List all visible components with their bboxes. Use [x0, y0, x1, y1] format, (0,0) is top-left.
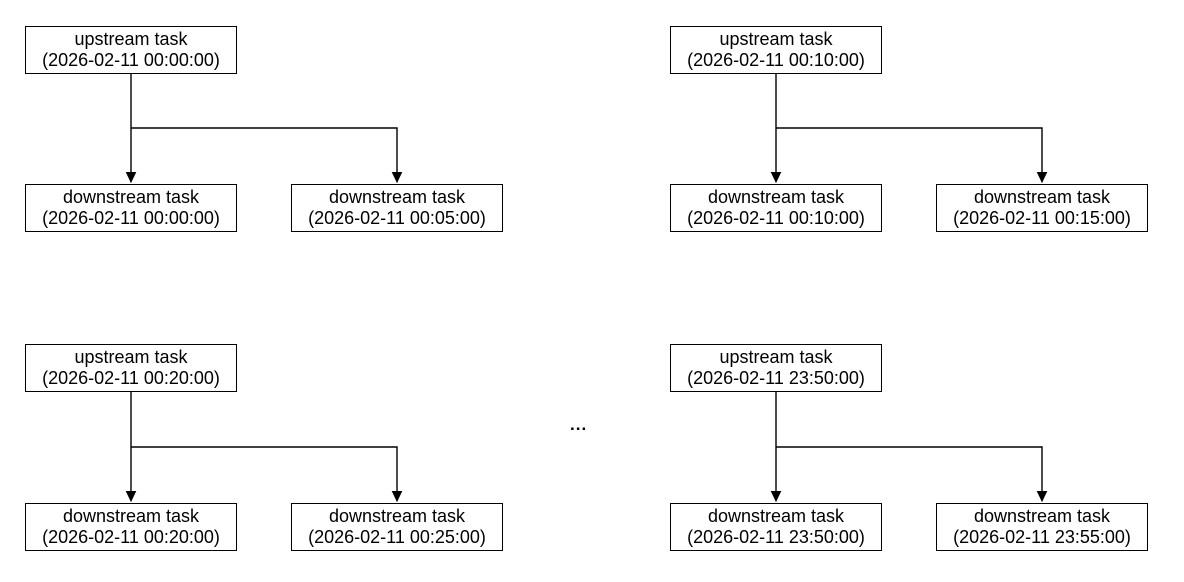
task-label: upstream task [719, 347, 833, 367]
downstream-task-node: downstream task (2026-02-11 00:05:00) [291, 184, 503, 232]
arrow-upstream-to-downstream-3-1 [776, 446, 1048, 503]
upstream-task-node: upstream task (2026-02-11 23:50:00) [670, 344, 882, 392]
task-label: upstream task [74, 29, 188, 49]
downstream-task-node: downstream task (2026-02-11 00:25:00) [291, 503, 503, 551]
ellipsis-label: ... [570, 415, 588, 434]
upstream-task-node: upstream task (2026-02-11 00:00:00) [25, 26, 237, 74]
task-label: downstream task [707, 187, 845, 207]
task-schedule: (2026-02-11 00:00:00) [42, 50, 220, 70]
task-label: downstream task [62, 506, 200, 526]
task-schedule: (2026-02-11 00:05:00) [308, 208, 486, 228]
task-label: downstream task [328, 506, 466, 526]
downstream-task-node: downstream task (2026-02-11 23:55:00) [936, 503, 1148, 551]
downstream-task-node: downstream task (2026-02-11 00:10:00) [670, 184, 882, 232]
task-schedule: (2026-02-11 23:50:00) [687, 527, 865, 547]
task-schedule: (2026-02-11 00:15:00) [953, 208, 1131, 228]
task-schedule: (2026-02-11 00:20:00) [42, 368, 220, 388]
upstream-task-node: upstream task (2026-02-11 00:10:00) [670, 26, 882, 74]
task-schedule: (2026-02-11 00:25:00) [308, 527, 486, 547]
task-schedule: (2026-02-11 00:20:00) [42, 527, 220, 547]
task-label: upstream task [719, 29, 833, 49]
task-label: downstream task [973, 187, 1111, 207]
task-schedule: (2026-02-11 00:10:00) [687, 208, 865, 228]
task-schedule: (2026-02-11 23:55:00) [953, 527, 1131, 547]
task-label: downstream task [707, 506, 845, 526]
downstream-task-node: downstream task (2026-02-11 00:20:00) [25, 503, 237, 551]
downstream-task-node: downstream task (2026-02-11 00:00:00) [25, 184, 237, 232]
arrow-upstream-to-downstream-2-1 [131, 446, 403, 503]
task-label: downstream task [328, 187, 466, 207]
upstream-task-node: upstream task (2026-02-11 00:20:00) [25, 344, 237, 392]
task-label: downstream task [973, 506, 1111, 526]
task-label: downstream task [62, 187, 200, 207]
task-schedule: (2026-02-11 00:00:00) [42, 208, 220, 228]
downstream-task-node: downstream task (2026-02-11 23:50:00) [670, 503, 882, 551]
arrow-upstream-to-downstream-1-1 [776, 127, 1048, 184]
arrow-upstream-to-downstream-0-1 [131, 127, 403, 184]
task-label: upstream task [74, 347, 188, 367]
task-schedule: (2026-02-11 23:50:00) [687, 368, 865, 388]
downstream-task-node: downstream task (2026-02-11 00:15:00) [936, 184, 1148, 232]
task-schedule: (2026-02-11 00:10:00) [687, 50, 865, 70]
